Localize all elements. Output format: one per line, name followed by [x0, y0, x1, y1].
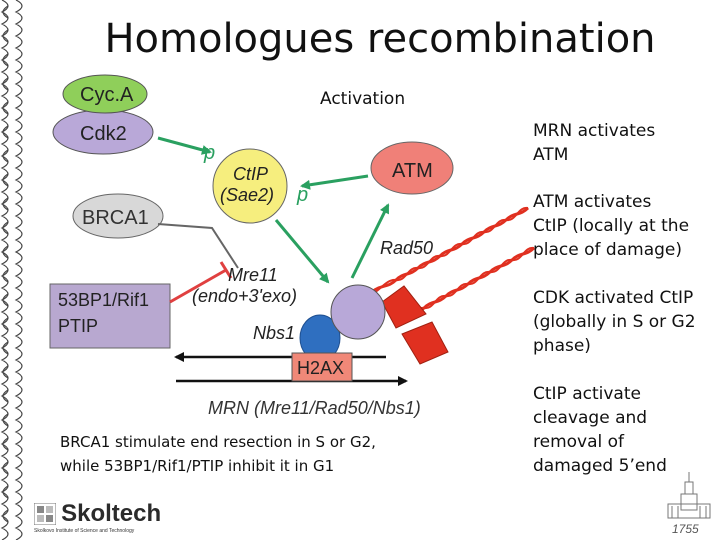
logo-mark-icon	[33, 502, 57, 526]
note-atm-line-1: ATM activates	[533, 192, 652, 212]
cdk2-label: Cdk2	[80, 123, 127, 145]
activation-label: Activation	[320, 89, 405, 109]
mre11-label-2: (endo+3'exo)	[192, 286, 297, 306]
brca1-shape	[72, 193, 164, 239]
nbs1-label: Nbs1	[253, 323, 295, 343]
ctip-label-1: CtIP	[233, 164, 268, 184]
bottom-note-line-2: while 53BP1/Rif1/PTIP inhibit it in G1	[60, 457, 335, 475]
note-atm-line-2: CtIP (locally at the	[533, 216, 690, 236]
53bp1-label-1: 53BP1/Rif1	[58, 290, 149, 310]
note-cdk-line-2: (globally in S or G2	[533, 312, 696, 332]
phospho-label-2: p	[296, 184, 308, 206]
note-ctip: CtIP activate cleavage and removal of da…	[533, 382, 683, 478]
note-ctip-line-3: removal of	[533, 432, 625, 452]
cyca-shape	[62, 74, 148, 114]
damage-flag-lower	[401, 321, 449, 365]
note-ctip-line-1: CtIP activate	[533, 384, 641, 404]
mre11-shape	[330, 284, 386, 340]
dna-helix-upper-b	[371, 206, 529, 294]
university-year: 1755	[672, 522, 699, 536]
note-cdk-line-1: CDK activated CtIP	[533, 288, 694, 308]
note-mrn-line-2: ATM	[533, 145, 569, 165]
logo-subtitle: Skolkovo Institute of Science and Techno…	[34, 528, 135, 534]
dna-helix-lower-b	[399, 246, 535, 322]
bottom-note: BRCA1 stimulate end resection in S or G2…	[60, 430, 480, 478]
53bp1-rif1-ptip-box	[49, 283, 171, 349]
atm-label: ATM	[392, 160, 433, 182]
cdk2-to-ctip-arrow	[157, 136, 212, 155]
logo-name: Skoltech	[61, 500, 162, 527]
university-building-icon: 1755	[667, 472, 711, 536]
ctip-shape	[212, 148, 288, 224]
atm-to-ctip-arrow	[300, 174, 369, 190]
atm-shape	[370, 141, 454, 195]
bottom-note-line-1: BRCA1 stimulate end resection in S or G2…	[60, 433, 376, 451]
ctip-label-2: (Sae2)	[220, 185, 274, 205]
cyca-label: Cyc.A	[80, 84, 134, 106]
note-cdk: CDK activated CtIP (globally in S or G2 …	[533, 286, 718, 358]
note-atm: ATM activates CtIP (locally at the place…	[533, 190, 718, 262]
note-mrn-line-1: MRN activates	[533, 121, 656, 141]
rad50-label: Rad50	[380, 238, 433, 258]
brca1-stimulation-line	[157, 223, 239, 269]
note-cdk-line-3: phase)	[533, 336, 591, 356]
note-ctip-line-4: damaged 5’end	[533, 456, 667, 476]
note-ctip-line-2: cleavage and	[533, 408, 648, 428]
damage-flag-upper	[381, 285, 427, 329]
page-title: Homologues recombination	[104, 16, 656, 62]
mre11-label-1: Mre11	[228, 265, 278, 285]
skoltech-logo: Skoltech Skolkovo Institute of Science a…	[33, 500, 162, 534]
decorative-border	[0, 0, 23, 540]
mrn-to-atm-arrow	[350, 203, 390, 279]
mrn-caption: MRN (Mre11/Rad50/Nbs1)	[208, 398, 421, 418]
brca1-label: BRCA1	[82, 207, 149, 229]
note-mrn: MRN activates ATM	[533, 119, 713, 167]
note-atm-line-3: place of damage)	[533, 240, 682, 260]
h2ax-box	[291, 352, 353, 382]
inhibition-bar	[219, 261, 233, 279]
ctip-to-mre11-arrow	[274, 219, 330, 284]
h2ax-label: H2AX	[297, 358, 344, 378]
53bp1-label-2: PTIP	[58, 316, 98, 336]
inhibition-line	[169, 268, 227, 304]
